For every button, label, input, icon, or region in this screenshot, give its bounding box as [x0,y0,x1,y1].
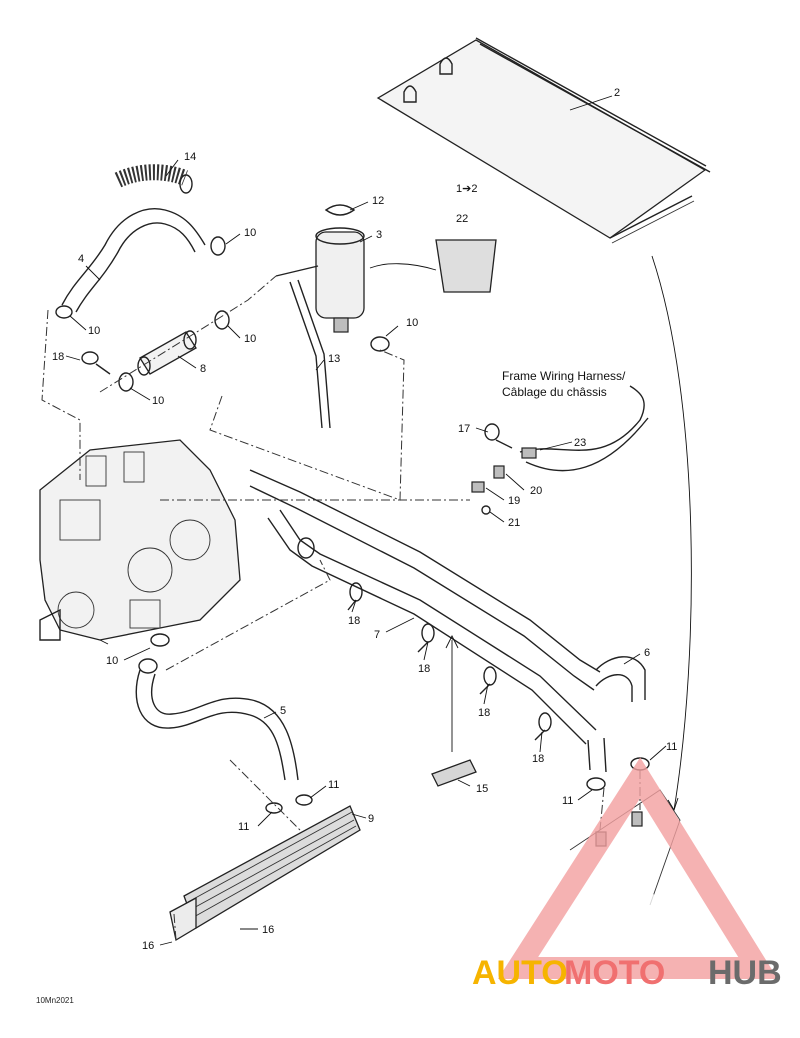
callout-14: 14 [184,151,196,163]
radiator-plate-part-2 [376,37,711,244]
watermark-word-moto: MOTO [564,954,665,992]
hose-part-4 [61,208,206,313]
hose-part-7 [249,469,601,745]
watermark-logo [497,757,778,979]
harness-label-line1: Frame Wiring Harness/ [502,369,626,383]
tag-part-22 [435,239,497,293]
callout-11: 11 [562,795,573,807]
callout-20: 20 [530,485,542,497]
callout-2: 2 [614,87,620,99]
watermark-triangle [497,757,778,979]
hose-part-6 [587,656,646,773]
callout-4: 4 [78,253,84,265]
watermark-triangle-inner [570,840,668,916]
callout-10: 10 [152,395,164,407]
callout-10: 10 [244,227,256,239]
sensor-connectors [471,385,649,515]
engine-block [39,439,241,641]
callout-6: 6 [644,647,650,659]
callout-22: 22 [456,213,468,225]
expansion-tank-part-3 [315,204,365,333]
callout-7: 7 [374,629,380,641]
callout-10: 10 [244,333,256,345]
pad-part-15 [431,759,477,787]
watermark-word-auto: AUTO [472,954,568,992]
callout-9: 9 [368,813,374,825]
callouts: 2 1➔2 14 12 3 22 4 10 10 10 10 18 8 10 1… [52,87,677,952]
harness-label-line2: Câblage du châssis [502,385,607,399]
callout-10: 10 [88,325,100,337]
hose-clamps-part-10 [55,236,390,647]
watermark-text: AUTO MOTO HUB [472,954,782,992]
arrow-label: 1➔2 [456,183,477,195]
diagram-code: 10Mn2021 [36,996,74,1005]
hose-part-8 [137,330,197,376]
callout-16: 16 [262,924,274,936]
callout-11: 11 [328,779,339,791]
callout-12: 12 [372,195,384,207]
callout-10: 10 [106,655,118,667]
callout-11: 11 [238,821,249,833]
callout-19: 19 [508,495,520,507]
callout-17: 17 [458,423,470,435]
callout-16: 16 [142,940,154,952]
callout-13: 13 [328,353,340,365]
hose-part-5 [135,658,299,781]
watermark-word-hub: HUB [708,954,782,992]
callout-18: 18 [532,753,544,765]
corrugated-hose-part-14 [114,164,193,194]
callout-8: 8 [200,363,206,375]
radiator-part-9 [169,805,361,942]
reference-lines [41,255,692,941]
callout-11: 11 [666,741,677,753]
callout-18: 18 [52,351,64,363]
callout-10: 10 [406,317,418,329]
callout-3: 3 [376,229,382,241]
overflow-hose-part-13 [275,265,331,429]
leader-lines [65,95,667,946]
callout-23: 23 [574,437,586,449]
callout-18: 18 [478,707,490,719]
callout-18: 18 [348,615,360,627]
callout-21: 21 [508,517,520,529]
callout-5: 5 [280,705,286,717]
callout-15: 15 [476,783,488,795]
callout-18: 18 [418,663,430,675]
